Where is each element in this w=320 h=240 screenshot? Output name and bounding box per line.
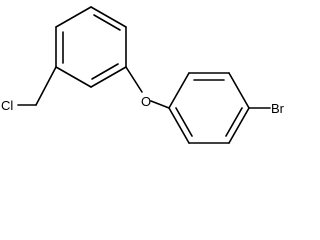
right-ring-bond-right-top bbox=[228, 72, 250, 109]
left-ring-double-bond-bottom bbox=[91, 63, 119, 80]
left-ring-double-bond-top bbox=[93, 14, 121, 31]
bromo-group: Br bbox=[248, 101, 285, 116]
bromine-atom-label: Br bbox=[271, 101, 285, 116]
chemical-structure-diagram: Cl O Br bbox=[1, 6, 285, 144]
oxygen-to-right-ring-bond bbox=[150, 100, 170, 109]
chloromethyl-group: Cl bbox=[1, 66, 57, 113]
ring-to-ch2-bond bbox=[35, 66, 57, 106]
left-ring-bond-top-right bbox=[90, 6, 127, 28]
left-benzene-ring bbox=[55, 6, 127, 88]
left-ring-to-oxygen-bond bbox=[125, 66, 143, 93]
oxygen-atom-label: O bbox=[141, 94, 151, 109]
ether-linkage: O bbox=[125, 66, 170, 109]
left-ring-bond-bottom-left bbox=[55, 66, 92, 88]
left-ring-bond-top-left bbox=[55, 6, 92, 28]
left-ring-bond-bottom-right bbox=[90, 66, 127, 88]
chlorine-atom-label: Cl bbox=[1, 98, 13, 113]
right-ring-double-bond-right bbox=[225, 107, 243, 137]
right-ring-bond-left-bottom bbox=[168, 107, 190, 144]
right-ring-bond-right-bottom bbox=[228, 107, 250, 144]
right-benzene-ring bbox=[168, 72, 250, 144]
right-ring-bond-left-top bbox=[168, 72, 190, 109]
right-ring-double-bond-left bbox=[175, 107, 193, 137]
